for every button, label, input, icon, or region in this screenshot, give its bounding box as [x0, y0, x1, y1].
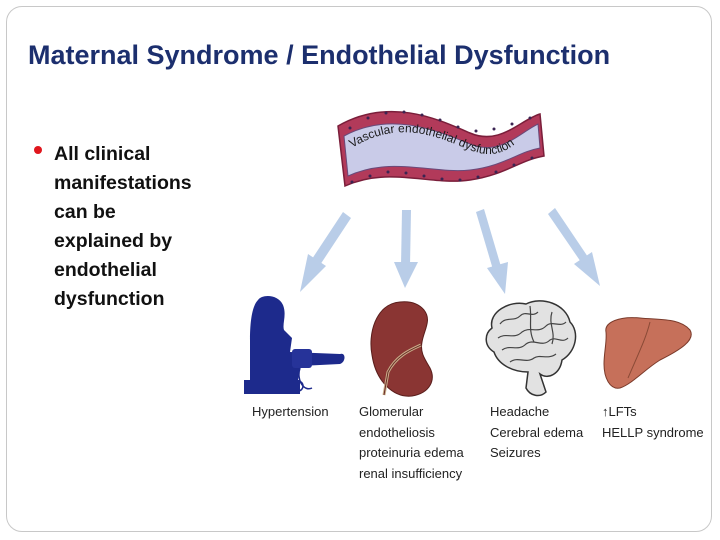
arrows — [300, 208, 600, 294]
liver-icon — [603, 317, 692, 389]
blood-pressure-figure-icon — [244, 295, 345, 394]
slide-title: Maternal Syndrome / Endothelial Dysfunct… — [28, 40, 611, 70]
label-liver: ↑LFTs HELLP syndrome — [602, 404, 704, 440]
arrow-to-kidney — [394, 210, 418, 288]
label-brain: Headache Cerebral edema Seizures — [490, 404, 584, 460]
bullet-dot — [34, 146, 42, 154]
arrow-to-liver — [548, 208, 600, 286]
bullet-item: All clinical manifestations can be expla… — [54, 143, 192, 310]
arrow-to-brain — [476, 209, 508, 294]
vessel-icon: Vascular endothelial dysfunction — [337, 110, 545, 188]
arrow-to-hypertension — [300, 212, 351, 292]
label-hypertension: Hypertension — [252, 404, 329, 419]
kidney-icon — [370, 301, 433, 397]
brain-icon — [485, 300, 577, 397]
label-kidney: Glomerular endotheliosis proteinuria ede… — [359, 404, 464, 481]
